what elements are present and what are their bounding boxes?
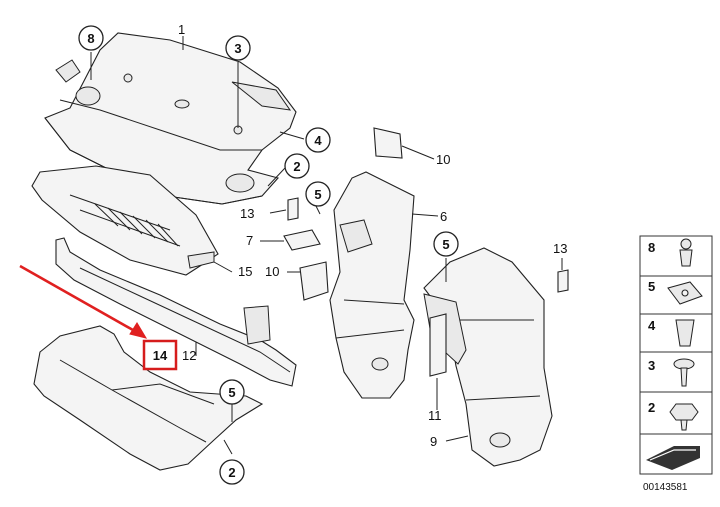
callout-12: 12 bbox=[182, 348, 196, 363]
legend-label-1: 5 bbox=[648, 279, 655, 294]
legend-icon-expansion-nut bbox=[675, 319, 695, 347]
part-10a-clip bbox=[373, 127, 403, 159]
callout-10-top: 10 bbox=[436, 152, 450, 167]
part-1-upper-cover bbox=[44, 32, 297, 205]
svg-text:2: 2 bbox=[293, 159, 300, 174]
callout-6: 6 bbox=[440, 209, 447, 224]
legend-label-2: 4 bbox=[648, 318, 656, 333]
part-15-shroud bbox=[31, 165, 219, 276]
callout-13-right: 13 bbox=[553, 241, 567, 256]
legend-label-3: 3 bbox=[648, 358, 655, 373]
callout-9: 9 bbox=[430, 434, 437, 449]
svg-text:5: 5 bbox=[228, 385, 235, 400]
callout-circled-5-mid: 5 bbox=[305, 181, 331, 207]
callout-10-left: 10 bbox=[265, 264, 279, 279]
callout-circled-4: 4 bbox=[305, 127, 331, 153]
legend-icon-clip-rivet bbox=[679, 238, 693, 267]
legend-label-4: 2 bbox=[648, 400, 655, 415]
callout-circled-2-lower: 2 bbox=[219, 459, 245, 485]
callout-11: 11 bbox=[428, 408, 442, 423]
callout-14: 14 bbox=[153, 348, 168, 363]
callout-13-left: 13 bbox=[240, 206, 254, 221]
callout-1: 1 bbox=[178, 22, 185, 37]
part-12-strip bbox=[55, 237, 297, 387]
legend-icon-nut-clip bbox=[667, 281, 703, 305]
legend-icon-screw bbox=[673, 358, 695, 387]
callout-7: 7 bbox=[246, 233, 253, 248]
part-13a-clip bbox=[287, 197, 299, 221]
callout-circled-3: 3 bbox=[225, 35, 251, 61]
legend-label-0: 8 bbox=[648, 240, 655, 255]
svg-text:2: 2 bbox=[228, 465, 235, 480]
legend-arrow-icon bbox=[646, 446, 700, 470]
reference-code: 00143581 bbox=[643, 482, 688, 493]
legend-icon-hex-bolt bbox=[669, 403, 699, 431]
svg-text:4: 4 bbox=[314, 133, 322, 148]
part-7-bracket bbox=[283, 229, 321, 251]
svg-text:3: 3 bbox=[234, 41, 241, 56]
callout-circled-5-lower: 5 bbox=[219, 379, 245, 405]
legend-panel: 8 5 4 3 2 bbox=[639, 235, 713, 475]
highlight-part-14: 14 bbox=[19, 264, 178, 371]
part-11-foam bbox=[429, 313, 447, 377]
callout-15: 15 bbox=[238, 264, 252, 279]
svg-text:5: 5 bbox=[442, 237, 449, 252]
svg-text:8: 8 bbox=[87, 31, 94, 46]
part-9-side-bracket bbox=[423, 247, 553, 467]
callout-circled-5-right: 5 bbox=[433, 231, 459, 257]
callout-circled-8: 8 bbox=[78, 25, 104, 51]
part-10b-clip bbox=[299, 261, 329, 301]
part-13b-clip bbox=[557, 269, 569, 293]
part-14-lower-tray bbox=[33, 325, 264, 471]
part-6-side-bracket bbox=[329, 171, 415, 399]
svg-text:5: 5 bbox=[314, 187, 321, 202]
callout-circled-2-upper: 2 bbox=[284, 153, 310, 179]
